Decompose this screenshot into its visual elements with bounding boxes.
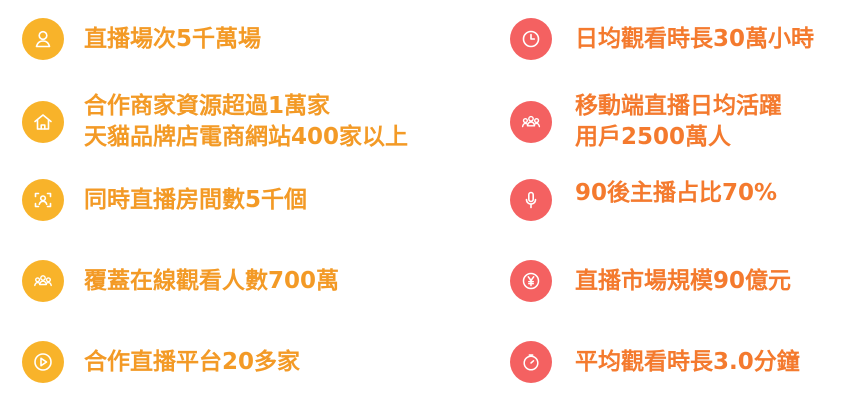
stat-line: 合作直播平台20多家 — [84, 348, 301, 375]
play-icon — [34, 353, 52, 371]
stat-text: 合作商家資源超過1萬家 天貓品牌店電商網站400家以上 — [84, 91, 408, 153]
stat-line: 天貓品牌店電商網站400家以上 — [84, 124, 409, 150]
stat-text: 同時直播房間數5千個 — [84, 185, 307, 216]
stat-text: 直播市場規模90億元 — [575, 266, 791, 297]
stat-text: 平均觀看時長3.0分鐘 — [575, 347, 800, 378]
home-icon-badge — [22, 101, 64, 143]
group-icon — [521, 115, 541, 128]
stat-item-post90-anchors: 90後主播占比70% — [510, 179, 777, 221]
play-icon-badge — [22, 341, 64, 383]
home-icon — [34, 114, 52, 130]
people-icon — [34, 275, 52, 287]
stat-item-viewers: 覆蓋在線觀看人數700萬 — [22, 260, 339, 302]
stat-text: 日均觀看時長30萬小時 — [575, 24, 814, 55]
stat-item-rooms: 同時直播房間數5千個 — [22, 179, 307, 221]
user-icon-badge — [22, 18, 64, 60]
people-icon-badge — [22, 260, 64, 302]
stat-line: 平均觀看時長3.0分鐘 — [575, 348, 800, 375]
group-icon-badge — [510, 101, 552, 143]
stat-item-active-users: 移動端直播日均活躍 用戶2500萬人 — [510, 91, 782, 153]
yen-icon-badge — [510, 260, 552, 302]
stat-line: 用戶2500萬人 — [575, 124, 732, 150]
stat-line: 日均觀看時長30萬小時 — [575, 25, 815, 52]
clock-icon-badge — [510, 18, 552, 60]
stat-line: 移動端直播日均活躍 — [575, 93, 782, 119]
stat-item-platforms: 合作直播平台20多家 — [22, 341, 300, 383]
stat-line: 直播場次5千萬場 — [84, 25, 262, 52]
microphone-icon-badge — [510, 179, 552, 221]
stat-item-live-sessions: 直播場次5千萬場 — [22, 18, 261, 60]
timer-icon-badge — [510, 341, 552, 383]
stat-text: 覆蓋在線觀看人數700萬 — [84, 266, 339, 297]
stat-text: 直播場次5千萬場 — [84, 24, 261, 55]
stat-text: 合作直播平台20多家 — [84, 347, 300, 378]
stat-line: 同時直播房間數5千個 — [84, 186, 308, 213]
stat-item-avg-duration: 平均觀看時長3.0分鐘 — [510, 341, 800, 383]
timer-icon — [523, 354, 539, 371]
scan-user-icon — [34, 192, 52, 208]
stat-line: 覆蓋在線觀看人數700萬 — [84, 267, 340, 294]
yen-icon — [522, 272, 540, 290]
microphone-icon — [525, 191, 537, 209]
stat-line: 合作商家資源超過1萬家 — [84, 93, 331, 119]
stat-text: 移動端直播日均活躍 用戶2500萬人 — [575, 91, 782, 153]
scan-user-icon-badge — [22, 179, 64, 221]
clock-icon — [522, 30, 540, 48]
user-icon — [35, 30, 51, 48]
stat-item-market-size: 直播市場規模90億元 — [510, 260, 791, 302]
stat-line: 直播市場規模90億元 — [575, 267, 792, 294]
stat-item-merchants: 合作商家資源超過1萬家 天貓品牌店電商網站400家以上 — [22, 91, 408, 153]
stat-text: 90後主播占比70% — [575, 178, 777, 209]
stat-item-daily-hours: 日均觀看時長30萬小時 — [510, 18, 814, 60]
stat-line: 90後主播占比70% — [575, 179, 778, 206]
